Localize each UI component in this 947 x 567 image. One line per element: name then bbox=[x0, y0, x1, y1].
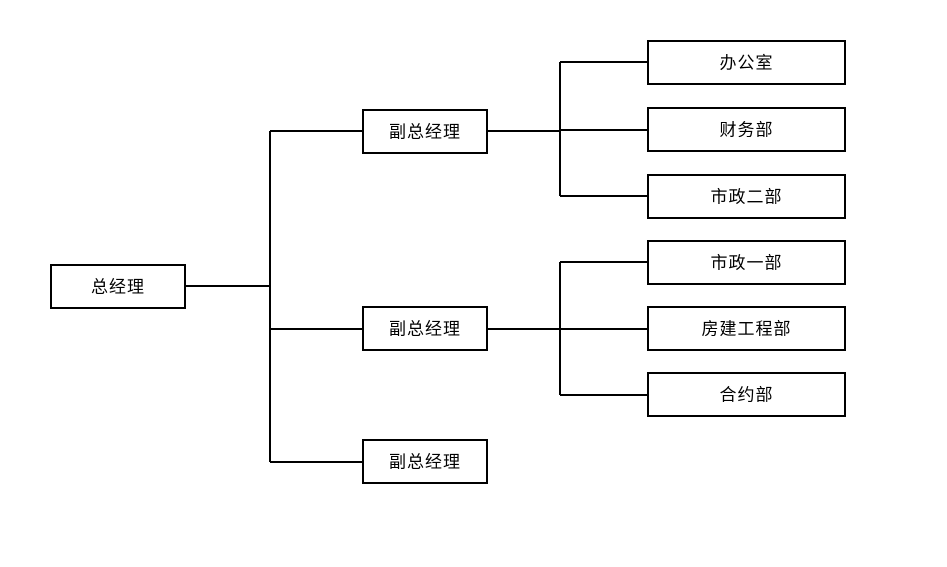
node-contract-department[interactable]: 合约部 bbox=[647, 372, 846, 417]
node-label-municipal-department-1: 市政一部 bbox=[711, 254, 783, 274]
node-box-municipal-department-2[interactable] bbox=[647, 174, 846, 219]
node-label-general-manager: 总经理 bbox=[91, 278, 145, 298]
node-label-deputy-general-manager-2: 副总经理 bbox=[389, 320, 461, 340]
node-label-municipal-department-2: 市政二部 bbox=[711, 188, 783, 208]
node-box-finance-department[interactable] bbox=[647, 107, 846, 152]
node-label-finance-department: 财务部 bbox=[720, 121, 774, 141]
node-box-deputy-general-manager-1[interactable] bbox=[362, 109, 488, 154]
node-building-engineering-department[interactable]: 房建工程部 bbox=[647, 306, 846, 351]
node-general-manager[interactable]: 总经理 bbox=[50, 264, 186, 309]
node-box-building-engineering-department[interactable] bbox=[647, 306, 846, 351]
node-deputy-general-manager-3[interactable]: 副总经理 bbox=[362, 439, 488, 484]
node-deputy-general-manager-2[interactable]: 副总经理 bbox=[362, 306, 488, 351]
node-label-deputy-general-manager-3: 副总经理 bbox=[389, 453, 461, 473]
node-layer: 总经理 副总经理 副总经理 副总经理 办公室 财务部 市政二部 bbox=[50, 40, 846, 484]
node-box-office[interactable] bbox=[647, 40, 846, 85]
node-box-deputy-general-manager-3[interactable] bbox=[362, 439, 488, 484]
node-municipal-department-1[interactable]: 市政一部 bbox=[647, 240, 846, 285]
node-label-deputy-general-manager-1: 副总经理 bbox=[389, 123, 461, 143]
node-office[interactable]: 办公室 bbox=[647, 40, 846, 85]
node-finance-department[interactable]: 财务部 bbox=[647, 107, 846, 152]
node-label-office: 办公室 bbox=[720, 54, 774, 74]
connector-layer bbox=[185, 61, 648, 463]
node-municipal-department-2[interactable]: 市政二部 bbox=[647, 174, 846, 219]
node-box-general-manager[interactable] bbox=[50, 264, 186, 309]
node-label-contract-department: 合约部 bbox=[720, 386, 774, 406]
node-box-municipal-department-1[interactable] bbox=[647, 240, 846, 285]
node-deputy-general-manager-1[interactable]: 副总经理 bbox=[362, 109, 488, 154]
node-box-deputy-general-manager-2[interactable] bbox=[362, 306, 488, 351]
node-box-contract-department[interactable] bbox=[647, 372, 846, 417]
node-label-building-engineering-department: 房建工程部 bbox=[702, 320, 792, 340]
